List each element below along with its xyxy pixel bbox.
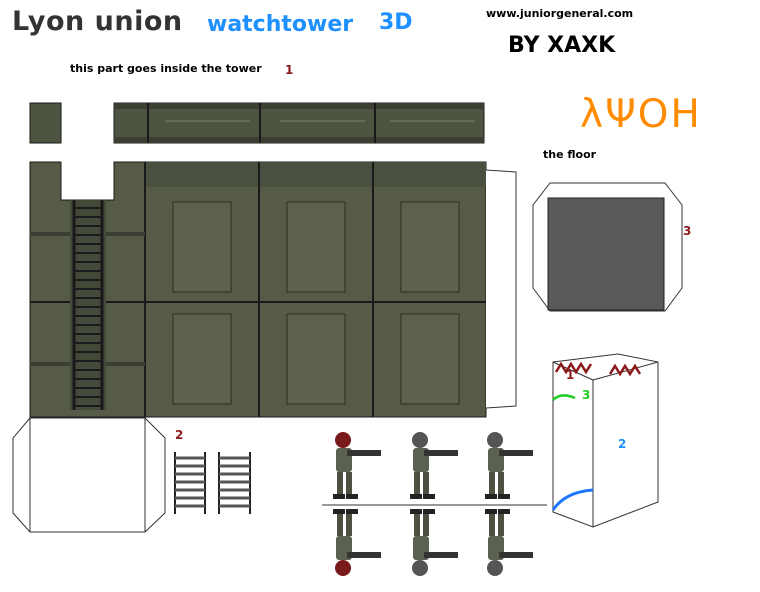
box-label-1: 1 xyxy=(566,368,575,382)
part-number-3: 3 xyxy=(683,224,692,238)
soldier-figure-inverted xyxy=(410,509,458,576)
title-3d-label: 3D xyxy=(379,10,413,35)
soldier-figure-inverted xyxy=(485,509,533,576)
soldier-figure-inverted xyxy=(333,509,381,576)
tower-box-diagram xyxy=(551,353,659,528)
inside-note: this part goes inside the tower xyxy=(70,62,262,75)
box-label-2: 2 xyxy=(618,437,627,451)
page-title: Lyon union xyxy=(12,6,183,37)
author-credit: BY XAXK xyxy=(508,33,616,58)
floor-note: the floor xyxy=(543,148,597,161)
soldier-figure xyxy=(485,432,533,499)
glue-tab-right xyxy=(485,169,517,409)
inside-wall-strip-art xyxy=(29,102,485,144)
box-label-3: 3 xyxy=(582,388,591,402)
soldier-figure xyxy=(333,432,381,499)
part-number-1: 1 xyxy=(285,63,294,77)
soldier-figure xyxy=(410,432,458,499)
main-wall-art xyxy=(29,161,487,418)
base-flap-piece xyxy=(12,417,166,533)
website-link[interactable]: www.juniorgeneral.com xyxy=(486,7,634,20)
floor-piece xyxy=(532,182,683,312)
inside-wall-strip xyxy=(29,102,485,144)
logo-text: λΨΟΗ xyxy=(580,92,702,137)
page-subtitle: watchtower xyxy=(207,12,354,37)
small-ladders xyxy=(174,452,251,514)
figure-fold-line xyxy=(322,504,547,506)
part-number-2: 2 xyxy=(175,428,184,442)
main-wall xyxy=(29,161,487,418)
